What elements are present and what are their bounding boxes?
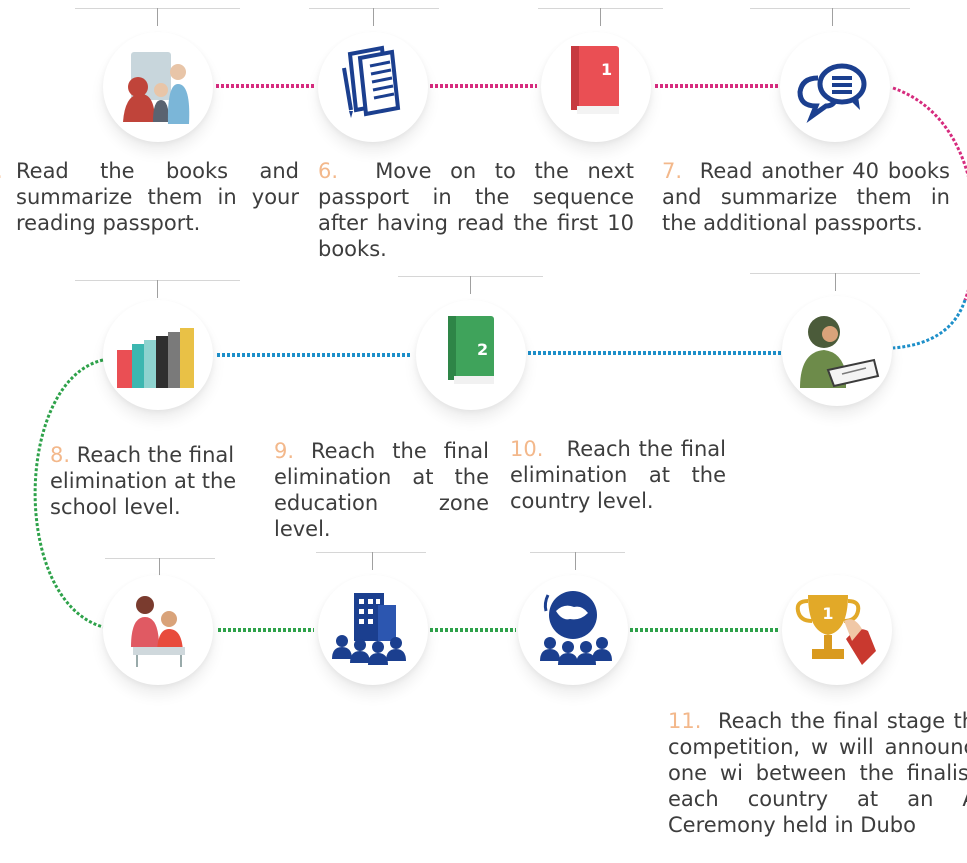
building-people-node [318,575,428,685]
green-book-icon [448,316,494,384]
step7-text: 7. Read another 40 books and summarize t… [662,159,950,235]
globe-people-icon [540,591,612,665]
step5-text: .Read the books and summarize them in yo… [0,159,299,235]
connector-curve-right-top [892,86,967,301]
trophy-icon: 1 [795,595,876,665]
book1-number: 1 [601,60,613,79]
svg-text:1: 1 [822,604,833,623]
red-book-icon [571,46,619,114]
connector-curve-right-bottom [892,299,967,350]
step7-node: 1 [541,32,651,142]
building-people-icon [332,593,406,665]
trophy-node: 1 [782,575,892,685]
student-reading-icon [800,316,880,388]
step8-chat-node [780,32,890,142]
teacher-student-icon [131,596,185,667]
book2-number: 2 [477,340,489,359]
step11-text: 11. Reach the final stage the competitio… [668,709,967,837]
step6-text: 6. Move on to the next passport in the s… [318,159,634,261]
meeting-icon [123,52,190,124]
step6-node [318,32,428,142]
teacher-student-node [103,575,213,685]
globe-people-node [518,575,628,685]
step5-node [103,32,213,142]
passport-icon [342,45,401,118]
step9-text: 9. Reach the final elimination at the ed… [274,439,489,541]
connector-curve-left [33,358,104,629]
books-stack-node [103,300,213,410]
books-stack-icon [117,328,194,388]
student-reading-node [782,296,892,406]
step8-text: 8. Reach the final elimination at the sc… [50,443,237,519]
chat-bubbles-icon [797,63,867,123]
step10-text: 10. Reach the final elimination at the c… [510,437,726,513]
green-book-node: 2 [416,300,526,410]
